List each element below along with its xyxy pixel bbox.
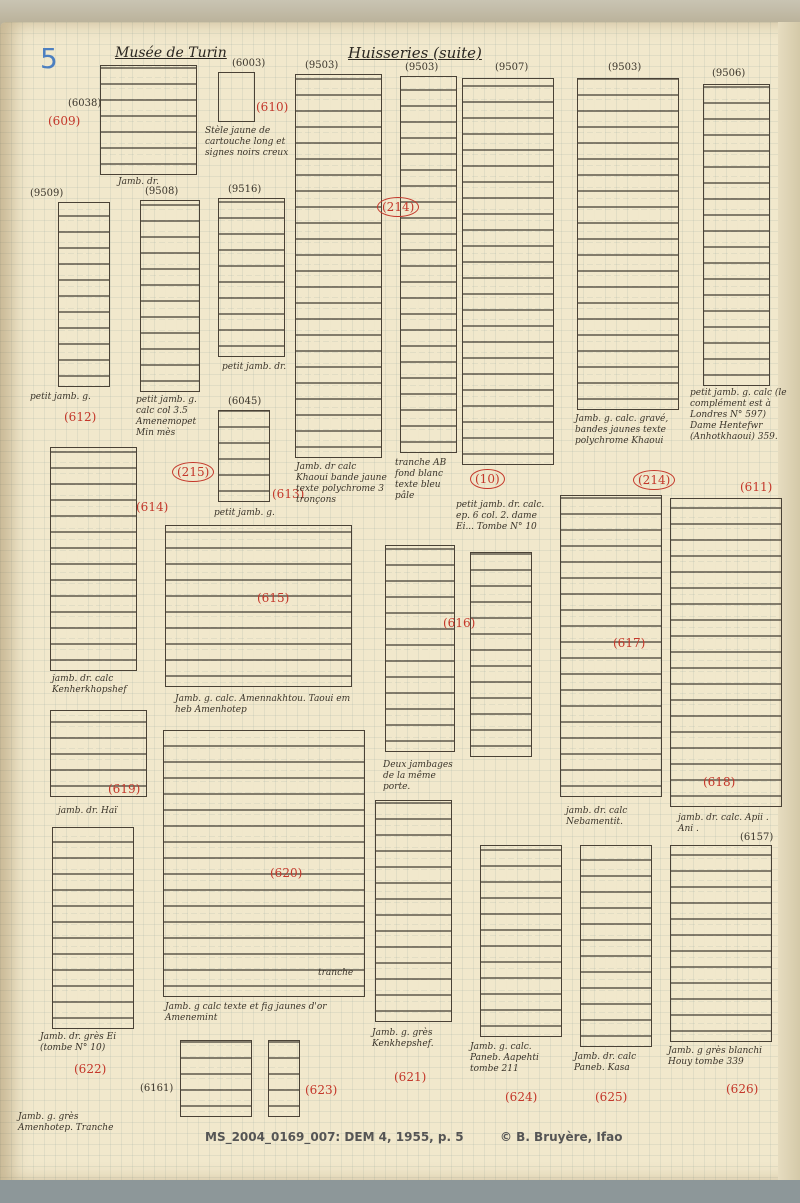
sketch-610 [218,72,255,122]
caption: tranche [318,968,354,978]
background [0,1180,800,1203]
catalog-number: (623) [305,1083,338,1097]
sketch-614 [50,447,137,671]
caption: Stèle jaune de cartouche long et signes … [205,126,289,158]
caption: Jamb. dr calc Khaoui bande jaune texte p… [296,462,387,505]
caption: Jamb. g. calc. Paneb. Aapehti tombe 211 [470,1042,539,1074]
catalog-number: (615) [257,591,290,605]
catalog-number: (215) [172,462,215,482]
caption: Jamb. g grès blanchi Houy tombe 339 [668,1046,762,1067]
caption: Jamb. g calc texte et fig jaunes d'or Am… [165,1002,327,1023]
page-edge [778,22,800,1182]
sketch-609 [100,65,197,175]
sketch-623b [268,1040,300,1117]
sketch-624 [480,845,562,1037]
catalog-number: (214) [377,197,420,217]
sketch-618 [670,498,782,807]
ref-number: (6003) [232,58,266,69]
caption: jamb. dr. calc Nebamentit. [566,806,628,827]
section-heading: Huisseries (suite) [348,44,482,62]
catalog-number: (618) [703,775,736,789]
caption: jamb. dr. Haï [58,806,118,816]
catalog-number: (616) [443,616,476,630]
caption: petit jamb. g. calc (le complément est à… [690,388,787,442]
sketch-626 [670,845,772,1042]
sketch-9516 [218,198,285,357]
sketch-616a [385,545,455,752]
caption: petit jamb. g. [30,392,91,402]
catalog-number: (614) [136,500,169,514]
sketch-617 [560,495,662,797]
catalog-number: (621) [394,1070,427,1084]
caption: Jamb. dr. [118,177,159,187]
catalog-number: (613) [272,487,305,501]
catalog-number: (625) [595,1090,628,1104]
sketch-214a [295,74,382,458]
caption: tranche AB fond blanc texte bleu pâle [395,458,447,501]
sketch-10 [462,78,554,465]
caption: Jamb. dr. grès Ei (tombe N° 10) [40,1032,117,1053]
archive-id: MS_2004_0169_007: DEM 4, 1955, p. 5 [205,1130,464,1144]
ref-number: (9506) [712,68,746,79]
caption: petit jamb. dr. [222,362,287,372]
sketch-214b [577,78,679,410]
caption: Jamb. g. grès Amenhotep. Tranche [18,1112,114,1133]
catalog-number: (620) [270,866,303,880]
ref-number: (9503) [405,62,439,73]
caption: Jamb. g. calc. Amennakhtou. Taoui em heb… [175,694,351,715]
caption: Jamb. g. calc. gravé, bandes jaunes text… [575,414,669,446]
caption: Jamb. dr. calc Paneb. Kasa [574,1052,637,1073]
ref-number: (6045) [228,396,262,407]
museum-heading: Musée de Turin [115,45,227,61]
catalog-number: (617) [613,636,646,650]
ref-number: (6157) [740,832,774,843]
sketch-622 [52,827,134,1029]
catalog-number: (609) [48,114,81,128]
ref-number: (9503) [608,62,642,73]
copyright: © B. Bruyère, Ifao [500,1130,623,1144]
caption: jamb. dr. calc Kenherkhopshef [52,674,127,695]
sketch-623a [180,1040,252,1117]
catalog-number: (622) [74,1062,107,1076]
catalog-number: (610) [256,100,289,114]
sketch-tranche [400,76,457,453]
caption: Deux jambages de la même porte. [383,760,453,792]
sketch-616b [470,552,532,757]
ref-number: (9507) [495,62,529,73]
ref-number: (6161) [140,1083,174,1094]
caption: Jamb. g. grès Kenkhepshef. [372,1028,434,1049]
sketch-615 [165,525,352,687]
ref-number: (9509) [30,188,64,199]
caption: petit jamb. g. [214,508,275,518]
caption: petit jamb. g. calc col 3.5 Amenemopet M… [136,395,197,438]
sketch-619 [50,710,147,797]
ref-number: (6038) [68,98,102,109]
sketch-620 [163,730,365,997]
catalog-number: (10) [470,469,505,489]
ref-number: (9508) [145,186,179,197]
ref-number: (9503) [305,60,339,71]
catalog-number: (624) [505,1090,538,1104]
sketch-625 [580,845,652,1047]
catalog-number: (214) [633,470,676,490]
catalog-number: (626) [726,1082,759,1096]
sketch-611 [703,84,770,386]
catalog-number: (611) [740,480,773,494]
catalog-number: (619) [108,782,141,796]
caption: jamb. dr. calc. Apii . Ani . [678,813,769,834]
catalog-number: (612) [64,410,97,424]
sketch-613 [218,410,270,502]
page-number: 5 [40,42,58,75]
sketch-215 [140,200,200,392]
sketch-621 [375,800,452,1022]
ref-number: (9516) [228,184,262,195]
sketch-612 [58,202,110,387]
caption: petit jamb. dr. calc. ep. 6 col. 2. dame… [456,500,545,532]
